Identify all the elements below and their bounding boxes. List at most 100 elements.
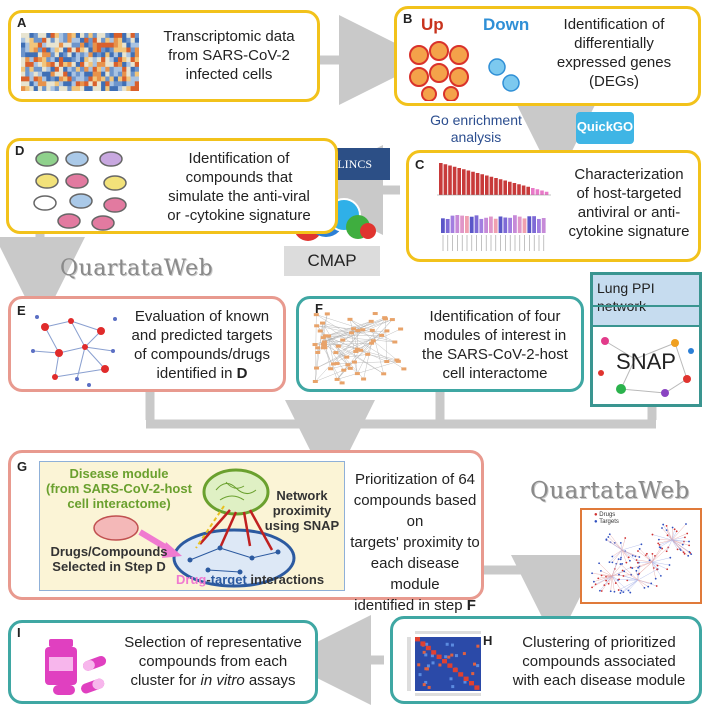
heatmap-cell — [80, 42, 85, 48]
panel-a-line-3: infected cells — [185, 66, 273, 83]
qw-node — [623, 570, 626, 573]
qw-node — [617, 589, 620, 591]
panel-g: G Disease module (from SARS-CoV-2-host c… — [8, 450, 484, 614]
heatmap-cell — [67, 76, 72, 82]
bar-thumb-mark-2 — [513, 215, 517, 233]
heatmap-cell — [122, 86, 127, 91]
heatmap-cell — [50, 33, 56, 39]
qw-edge — [606, 539, 623, 551]
interactome-node — [349, 331, 355, 335]
cluster-cell — [425, 642, 429, 646]
cluster-cell — [449, 677, 453, 681]
panel-b-line-1: Identification of — [563, 16, 665, 33]
bar-thumb-mark — [485, 175, 489, 195]
heatmap-cell — [46, 86, 51, 91]
cluster-cell — [463, 680, 467, 684]
qw-node — [685, 523, 687, 525]
qw-edge — [652, 534, 673, 541]
heatmap-cell — [42, 81, 47, 87]
interactome-edge — [324, 340, 374, 343]
heatmap-cell — [105, 42, 110, 48]
cluster-diagonal — [447, 663, 453, 668]
qw-node — [607, 582, 610, 585]
panel-b-text: Identification of differentially express… — [531, 15, 697, 91]
heatmap-cell — [42, 62, 47, 68]
heatmap-cell — [109, 33, 115, 39]
panel-d-line-1: Identification of — [188, 150, 290, 167]
heatmap-cell — [126, 76, 131, 82]
bar-thumb-mark — [531, 188, 535, 195]
cluster-cell — [450, 653, 454, 657]
heatmap-cell — [63, 52, 68, 58]
heatmap-cell — [67, 33, 72, 39]
heatmap-cell — [71, 66, 77, 72]
heatmap-cell — [29, 47, 34, 53]
heatmap-cell — [117, 81, 123, 87]
lung-ppi-panel: Lung PPI network SNAP — [590, 272, 702, 407]
panel-b-line-2: differentially — [574, 35, 654, 52]
cluster-cell — [476, 664, 480, 668]
qw-node — [675, 530, 678, 533]
cluster-diagonal — [436, 654, 442, 659]
interactome-node — [340, 338, 346, 342]
qw-node — [659, 546, 662, 549]
heatmap-cell — [109, 81, 115, 87]
panel-g-line-1: Prioritization of 64 — [354, 471, 476, 488]
heatmap-cell — [80, 66, 85, 72]
heatmap-cell — [33, 66, 39, 72]
interactome-node — [322, 334, 328, 338]
heatmap-cell — [63, 66, 68, 72]
heatmap-cell — [122, 57, 127, 63]
interactome-edge — [316, 314, 382, 336]
qw-node — [605, 539, 608, 541]
bar-thumb-mark — [471, 171, 475, 195]
panel-e: E Evaluation of known and predicted targ… — [8, 296, 286, 392]
bar-thumb-mark-2 — [508, 217, 512, 233]
heatmap-cell — [92, 57, 98, 63]
drugs-line-1: Drugs/Compounds — [50, 544, 168, 559]
qw-node — [594, 583, 597, 586]
heatmap-cell — [63, 81, 68, 87]
interactome-node — [368, 319, 374, 323]
heatmap-cell — [92, 52, 98, 58]
cluster-cell — [445, 642, 449, 646]
qw-edge — [621, 537, 626, 551]
qw-edge — [611, 559, 619, 577]
heatmap-cell — [50, 47, 56, 53]
heatmap-cell — [63, 71, 68, 77]
cluster-cell — [471, 672, 475, 676]
heatmap-cell — [50, 71, 56, 77]
panel-b: B Up Down Identification of differential… — [394, 6, 701, 106]
qw-edge — [671, 539, 678, 550]
qw-edge — [637, 561, 653, 563]
heatmap-cell — [75, 86, 81, 91]
interactome-node — [333, 351, 339, 355]
qw-edge — [598, 575, 613, 579]
panel-a-text: Transcriptomic data from SARS-CoV-2 infe… — [141, 27, 317, 84]
qw-node — [688, 551, 691, 553]
heatmap-cell — [134, 57, 139, 63]
heatmap-cell — [122, 66, 127, 72]
bar-thumb-mark — [535, 189, 540, 195]
qw-node — [617, 558, 620, 561]
heatmap-cell — [117, 42, 123, 48]
qw-node — [625, 561, 628, 564]
heatmap-cell — [101, 71, 106, 77]
qw-node — [605, 579, 608, 582]
cluster-diagonal — [452, 667, 458, 673]
heatmap-cell — [63, 42, 68, 48]
panel-d-line-4: or -cytokine signature — [167, 207, 311, 224]
heatmap-cell — [88, 47, 93, 53]
heatmap-cell — [25, 81, 30, 87]
heatmap-cell — [37, 52, 43, 58]
heatmap-cell — [42, 33, 47, 39]
cluster-diagonal — [425, 645, 431, 651]
heatmap-cell — [113, 52, 119, 58]
bar-thumb-mark — [512, 183, 517, 195]
interactome-node — [314, 366, 320, 370]
heatmap-cell — [37, 33, 43, 39]
heatmap-cell — [117, 37, 123, 43]
cluster-cell — [422, 683, 426, 687]
heatmap-cell — [33, 33, 39, 39]
heatmap-cell — [33, 47, 39, 53]
